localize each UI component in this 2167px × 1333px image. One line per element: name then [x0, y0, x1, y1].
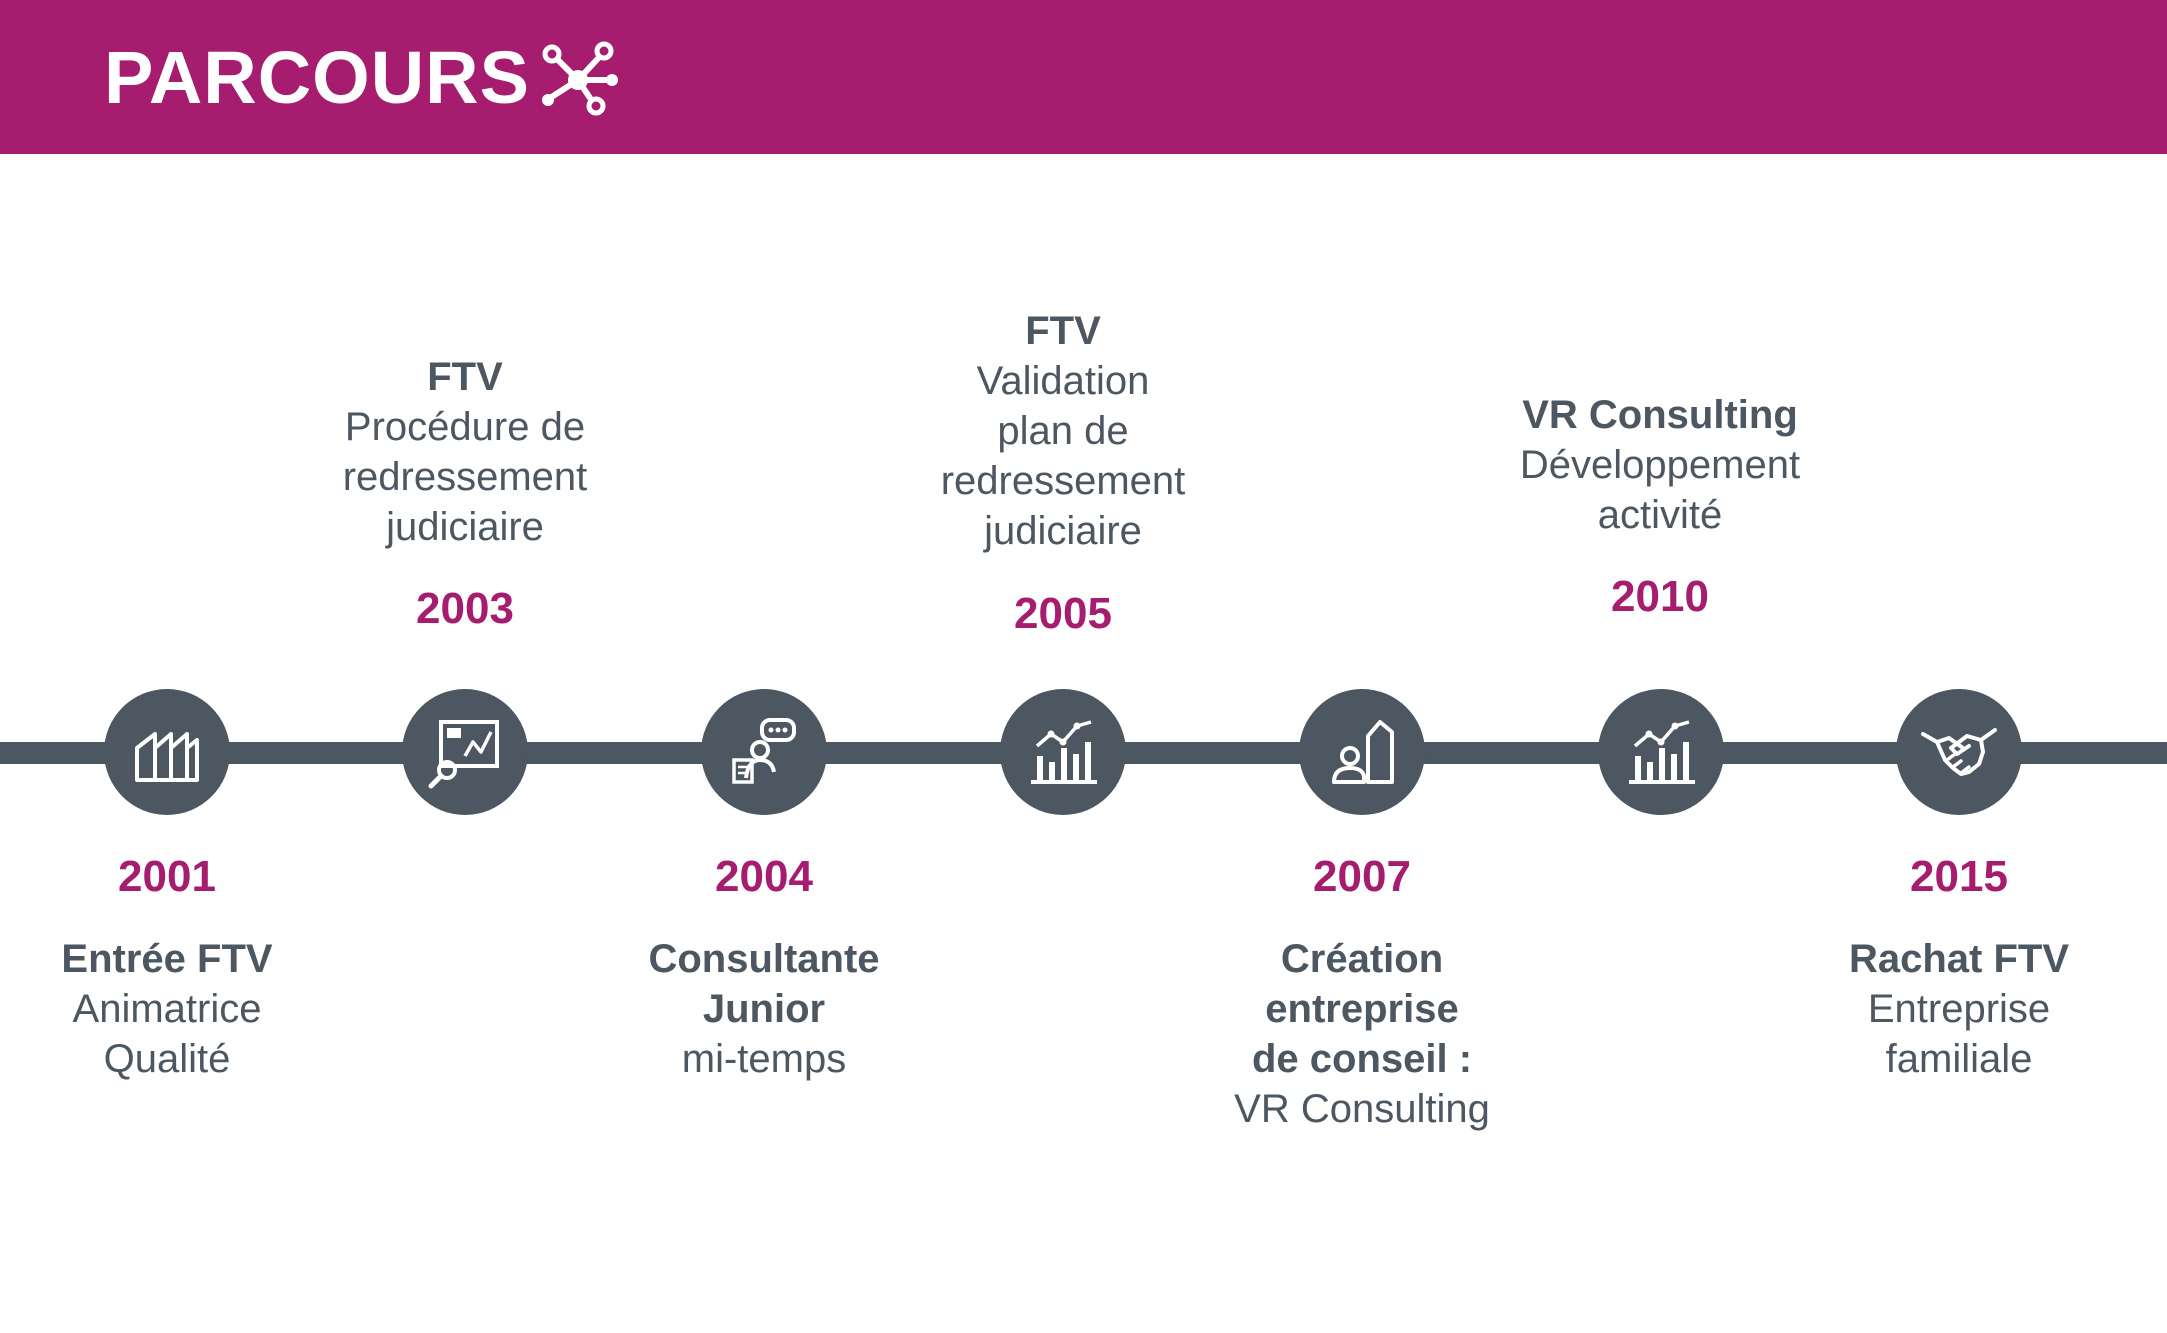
consultant-icon: [732, 718, 796, 784]
timeline-node-2005: [1000, 689, 1126, 815]
year-label-2007: 2007: [1313, 852, 1411, 901]
bar-chart-growth-icon: [1031, 720, 1097, 784]
event-title: FTV: [427, 355, 503, 399]
page-title: PARCOURS: [104, 36, 530, 119]
event-title: Rachat FTV: [1848, 937, 2070, 981]
event-description-2010: VR Consulting Développement activité: [1480, 390, 1840, 540]
event-detail: plan de: [997, 409, 1129, 453]
event-detail: Validation: [976, 359, 1150, 403]
event-title: entreprise: [1265, 987, 1459, 1031]
timeline-node-2001: [104, 689, 230, 815]
header-banner: PARCOURS: [0, 0, 2167, 154]
event-detail: judiciaire: [386, 505, 544, 549]
event-detail: judiciaire: [984, 509, 1142, 553]
event-description-2005: FTV Validation plan de redressement judi…: [883, 306, 1243, 556]
timeline-node-2004: [701, 689, 827, 815]
event-title: Entrée FTV: [61, 937, 273, 981]
event-detail: redressement: [342, 455, 588, 499]
event-description-2004: Consultante Junior mi-temps: [584, 934, 944, 1084]
event-title: de conseil :: [1251, 1037, 1473, 1081]
person-building-icon: [1332, 720, 1394, 784]
event-detail: Procédure de: [344, 405, 586, 449]
event-detail: Développement: [1519, 443, 1801, 487]
event-description-2001: Entrée FTV Animatrice Qualité: [0, 934, 347, 1084]
timeline-node-2007: [1299, 689, 1425, 815]
bar-chart-growth-icon: [1629, 720, 1695, 784]
factory-icon: [135, 732, 199, 782]
event-detail: Entreprise: [1867, 987, 2051, 1031]
year-label-2004: 2004: [715, 852, 813, 901]
event-title: Création: [1280, 937, 1444, 981]
timeline-node-2003: [402, 689, 528, 815]
event-title: FTV: [1025, 309, 1101, 353]
event-description-2015: Rachat FTV Entreprise familiale: [1779, 934, 2139, 1084]
year-label-2005: 2005: [1014, 589, 1112, 638]
event-detail: Animatrice: [72, 987, 262, 1031]
year-label-2015: 2015: [1910, 852, 2008, 901]
year-label-2010: 2010: [1611, 572, 1709, 621]
handshake-icon: [1921, 728, 1997, 776]
event-description-2007: Création entreprise de conseil : VR Cons…: [1182, 934, 1542, 1134]
network-icon: [542, 41, 618, 116]
timeline-node-2010: [1598, 689, 1724, 815]
event-detail: VR Consulting: [1234, 1087, 1490, 1131]
event-detail: mi-temps: [681, 1037, 847, 1081]
event-detail: familiale: [1885, 1037, 2033, 1081]
event-title: VR Consulting: [1522, 393, 1798, 437]
year-label-2003: 2003: [416, 584, 514, 633]
event-title: Junior: [702, 987, 826, 1031]
timeline-node-2015: [1896, 689, 2022, 815]
chart-analysis-icon: [428, 720, 499, 789]
event-description-2003: FTV Procédure de redressement judiciaire: [285, 352, 645, 552]
event-detail: Qualité: [103, 1037, 231, 1081]
event-detail: redressement: [940, 459, 1186, 503]
event-detail: activité: [1597, 493, 1723, 537]
event-title: Consultante: [648, 937, 880, 981]
year-label-2001: 2001: [118, 852, 216, 901]
